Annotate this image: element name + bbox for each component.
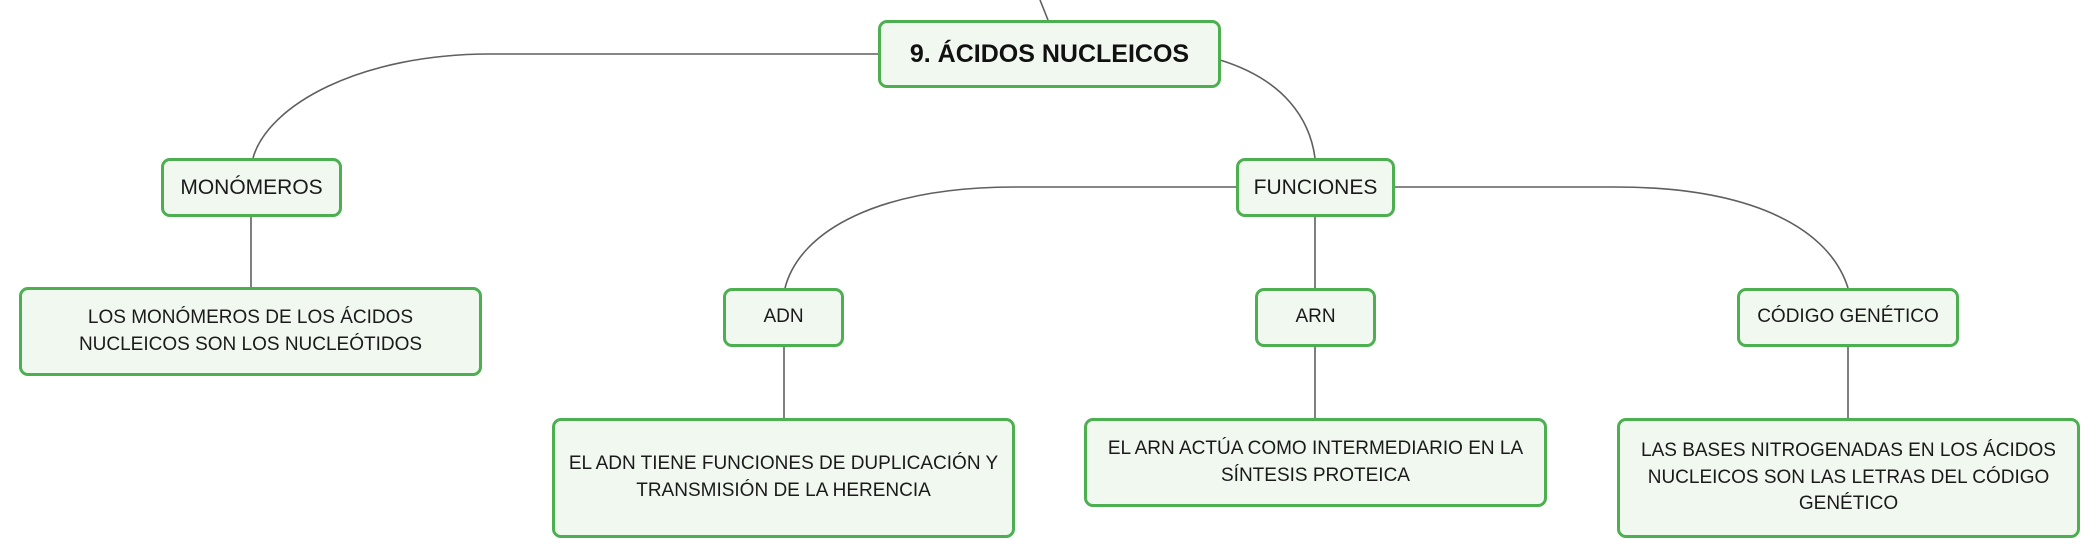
codigo-genetico-detail-node[interactable]: LAS BASES NITROGENADAS EN LOS ÁCIDOS NUC… (1617, 418, 2080, 538)
connector-root-parent (1039, 0, 1049, 21)
arn-label: ARN (1295, 306, 1336, 328)
adn-detail-text: EL ADN TIENE FUNCIONES DE DUPLICACIÓN Y … (568, 453, 999, 501)
codigo-genetico-detail-text: LAS BASES NITROGENADAS EN LOS ÁCIDOS NUC… (1641, 440, 2056, 515)
connector-funciones-adn (784, 186, 1236, 289)
monomeros-label: MONÓMEROS (180, 175, 323, 199)
monomeros-detail-node[interactable]: LOS MONÓMEROS DE LOS ÁCIDOS NUCLEICOS SO… (19, 287, 482, 376)
codigo-genetico-node[interactable]: CÓDIGO GENÉTICO (1737, 288, 1959, 347)
connector-funciones-codigo (1395, 186, 1849, 289)
arn-detail-node[interactable]: EL ARN ACTÚA COMO INTERMEDIARIO EN LA SÍ… (1084, 418, 1547, 507)
funciones-label: FUNCIONES (1253, 175, 1378, 199)
adn-label: ADN (763, 306, 804, 328)
monomeros-detail-text: LOS MONÓMEROS DE LOS ÁCIDOS NUCLEICOS SO… (78, 306, 423, 355)
monomeros-node[interactable]: MONÓMEROS (161, 158, 342, 217)
funciones-node[interactable]: FUNCIONES (1236, 158, 1395, 217)
arn-detail-text: EL ARN ACTÚA COMO INTERMEDIARIO EN LA SÍ… (1107, 437, 1524, 486)
arn-node[interactable]: ARN (1255, 288, 1376, 347)
adn-node[interactable]: ADN (723, 288, 844, 347)
root-label: 9. ÁCIDOS NUCLEICOS (909, 39, 1190, 68)
connector-root-funciones (1219, 59, 1316, 159)
adn-detail-node[interactable]: EL ADN TIENE FUNCIONES DE DUPLICACIÓN Y … (552, 418, 1015, 538)
connector-root-monomeros (252, 53, 878, 159)
codigo-genetico-label: CÓDIGO GENÉTICO (1757, 306, 1939, 328)
root-node[interactable]: 9. ÁCIDOS NUCLEICOS (878, 20, 1221, 88)
